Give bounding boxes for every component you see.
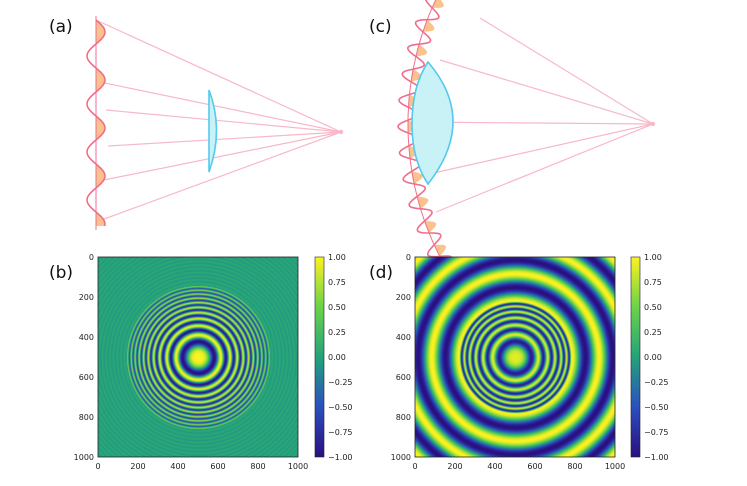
cbar-d-tick-7: −0.75 <box>644 428 669 437</box>
curved-wavefront-c <box>397 0 453 281</box>
ray-c <box>419 123 654 177</box>
cbar-b-tick-0: 1.00 <box>328 253 346 262</box>
cbar-d-tick-6: −0.50 <box>644 403 669 412</box>
rays-a <box>95 19 342 223</box>
x-tick-b-2: 400 <box>170 462 185 471</box>
ray-a <box>105 109 342 133</box>
panel-d: (d) 0 200 400 600 800 1000 0 200 400 600… <box>369 253 669 471</box>
ray-c <box>439 59 654 125</box>
rays-c <box>414 17 654 213</box>
ray-a <box>99 81 342 133</box>
cbar-d-tick-3: 0.25 <box>644 328 662 337</box>
x-tick-d-0: 0 <box>412 462 417 471</box>
y-tick-b-4: 800 <box>79 413 94 422</box>
y-tick-d-3: 600 <box>396 373 411 382</box>
ray-c <box>479 17 654 125</box>
plane-wavefront-a <box>86 19 106 227</box>
y-tick-d-0: 0 <box>406 253 411 262</box>
colorbar-d <box>630 256 641 458</box>
cbar-d-tick-1: 0.75 <box>644 278 662 287</box>
y-tick-d-1: 200 <box>396 293 411 302</box>
panel-a: (a) <box>49 16 344 230</box>
panel-c-label: (c) <box>369 17 392 37</box>
cbar-b-tick-2: 0.50 <box>328 303 346 312</box>
x-tick-d-5: 1000 <box>605 462 625 471</box>
ray-c <box>414 121 654 125</box>
y-tick-b-1: 200 <box>79 293 94 302</box>
cbar-d-tick-2: 0.50 <box>644 303 662 312</box>
wave-axis-c <box>407 0 459 288</box>
cbar-b-tick-6: −0.50 <box>328 403 353 412</box>
cbar-d-tick-5: −0.25 <box>644 378 669 387</box>
panel-a-label: (a) <box>49 17 73 37</box>
ray-a <box>103 131 342 181</box>
panel-b: (b) 0 200 400 600 800 1000 0 200 400 600… <box>49 253 353 471</box>
interference-image-d <box>415 257 615 457</box>
x-axis-b: 0 200 400 600 800 1000 <box>95 462 308 471</box>
x-tick-b-1: 200 <box>130 462 145 471</box>
image-b-container <box>98 257 298 457</box>
colorbar-b-ticks: 1.00 0.75 0.50 0.25 0.00 −0.25 −0.50 −0.… <box>328 253 353 462</box>
focal-point-c <box>650 121 656 127</box>
y-tick-d-2: 400 <box>396 333 411 342</box>
focal-point-a <box>338 129 344 135</box>
y-tick-d-4: 800 <box>396 413 411 422</box>
x-tick-d-2: 400 <box>487 462 502 471</box>
image-d-container <box>415 257 615 457</box>
y-axis-d: 0 200 400 600 800 1000 <box>391 253 411 462</box>
panel-b-label: (b) <box>49 263 73 283</box>
cbar-d-tick-8: −1.00 <box>644 453 669 462</box>
y-tick-b-5: 1000 <box>74 453 94 462</box>
y-tick-b-3: 600 <box>79 373 94 382</box>
x-tick-d-1: 200 <box>447 462 462 471</box>
panel-c: (c) <box>369 0 656 288</box>
colorbar-d-ticks: 1.00 0.75 0.50 0.25 0.00 −0.25 −0.50 −0.… <box>644 253 669 462</box>
x-tick-b-3: 600 <box>210 462 225 471</box>
x-tick-d-3: 600 <box>527 462 542 471</box>
panel-d-label: (d) <box>369 263 393 283</box>
cbar-b-tick-7: −0.75 <box>328 428 353 437</box>
y-axis-b: 0 200 400 600 800 1000 <box>74 253 94 462</box>
x-tick-b-0: 0 <box>95 462 100 471</box>
lens-c <box>411 60 454 186</box>
y-tick-d-5: 1000 <box>391 453 411 462</box>
cbar-b-tick-4: 0.00 <box>328 353 346 362</box>
image-d-frame <box>414 256 616 458</box>
ray-c <box>435 123 654 213</box>
y-tick-b-0: 0 <box>89 253 94 262</box>
x-axis-d: 0 200 400 600 800 1000 <box>412 462 625 471</box>
cbar-b-tick-3: 0.25 <box>328 328 346 337</box>
x-tick-b-5: 1000 <box>288 462 308 471</box>
cbar-d-tick-0: 1.00 <box>644 253 662 262</box>
ray-a <box>95 19 342 133</box>
cbar-b-tick-1: 0.75 <box>328 278 346 287</box>
wave-fill-a <box>96 20 105 226</box>
cbar-b-tick-8: −1.00 <box>328 453 353 462</box>
colorbar-b <box>314 256 325 458</box>
x-tick-b-4: 800 <box>250 462 265 471</box>
x-tick-d-4: 800 <box>567 462 582 471</box>
cbar-b-tick-5: −0.25 <box>328 378 353 387</box>
lens-a <box>208 89 218 173</box>
y-tick-b-2: 400 <box>79 333 94 342</box>
ray-a <box>95 131 342 223</box>
ray-a <box>107 131 342 147</box>
image-b-frame <box>97 256 299 458</box>
interference-image-b <box>98 257 298 457</box>
wave-fill-c <box>408 0 458 279</box>
cbar-d-tick-4: 0.00 <box>644 353 662 362</box>
